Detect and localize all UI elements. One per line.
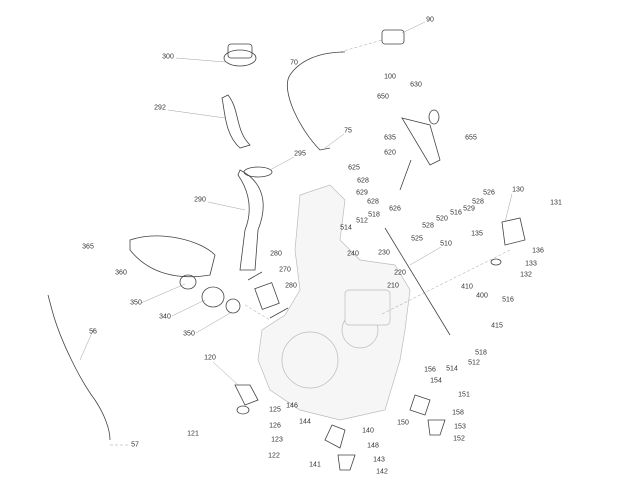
callout-140: 140 (362, 427, 374, 435)
callout-135: 135 (471, 230, 483, 238)
callout-340: 340 (159, 313, 171, 321)
callout-153: 153 (454, 423, 466, 431)
callout-152: 152 (453, 435, 465, 443)
intake-parts (129, 43, 289, 319)
callout-136: 136 (532, 247, 544, 255)
callout-512b: 512 (468, 359, 480, 367)
callout-154: 154 (430, 377, 442, 385)
callout-514: 514 (340, 224, 352, 232)
callout-526: 526 (483, 189, 495, 197)
callout-126: 126 (269, 422, 281, 430)
callout-512: 512 (356, 217, 368, 225)
callout-528: 528 (472, 198, 484, 206)
callout-148: 148 (367, 442, 379, 450)
leader-lines (79, 21, 513, 386)
shifter-assembly (381, 29, 526, 336)
cable-70 (286, 74, 331, 151)
callout-122: 122 (268, 452, 280, 460)
callout-365: 365 (82, 243, 94, 251)
callout-628: 628 (357, 177, 369, 185)
callout-100: 100 (384, 73, 396, 81)
callout-150: 150 (397, 419, 409, 427)
callout-142: 142 (376, 468, 388, 476)
callout-292: 292 (154, 104, 166, 112)
callout-410: 410 (461, 283, 473, 291)
callout-144: 144 (299, 418, 311, 426)
callout-350: 350 (130, 299, 142, 307)
callout-90: 90 (426, 16, 434, 24)
callout-141: 141 (309, 461, 321, 469)
callout-650: 650 (377, 93, 389, 101)
callout-70: 70 (290, 59, 298, 67)
callout-300: 300 (162, 53, 174, 61)
callout-510: 510 (440, 240, 452, 248)
callout-635: 635 (384, 134, 396, 142)
callout-518b: 518 (475, 349, 487, 357)
callout-270: 270 (279, 266, 291, 274)
callout-290: 290 (194, 196, 206, 204)
callout-230: 230 (378, 249, 390, 257)
callout-415: 415 (491, 322, 503, 330)
callout-400: 400 (476, 292, 488, 300)
callout-57: 57 (131, 441, 139, 449)
callout-131: 131 (550, 199, 562, 207)
callout-629: 629 (356, 189, 368, 197)
callout-125: 125 (269, 406, 281, 414)
callout-280: 280 (270, 250, 282, 258)
callout-120: 120 (204, 354, 216, 362)
callout-520: 520 (436, 215, 448, 223)
callout-240: 240 (347, 250, 359, 258)
callout-130: 130 (512, 186, 524, 194)
callout-123: 123 (271, 436, 283, 444)
callout-220: 220 (394, 269, 406, 277)
callout-121: 121 (187, 430, 199, 438)
hose-56 (47, 294, 111, 441)
callout-156: 156 (424, 366, 436, 374)
callout-518: 518 (368, 211, 380, 219)
callout-625: 625 (348, 164, 360, 172)
callout-620: 620 (384, 149, 396, 157)
callout-528b: 528 (422, 222, 434, 230)
callout-529: 529 (463, 205, 475, 213)
callout-516: 516 (450, 209, 462, 217)
callout-210: 210 (387, 282, 399, 290)
callout-132: 132 (520, 271, 532, 279)
callout-630: 630 (410, 81, 422, 89)
callout-350b: 350 (183, 330, 195, 338)
callout-146: 146 (286, 402, 298, 410)
cable-70-top (289, 51, 346, 76)
callout-133: 133 (525, 260, 537, 268)
callout-360: 360 (115, 269, 127, 277)
callout-516b: 516 (502, 296, 514, 304)
callout-75: 75 (344, 127, 352, 135)
callout-143: 143 (373, 456, 385, 464)
callout-158: 158 (452, 409, 464, 417)
callout-151: 151 (458, 391, 470, 399)
callout-628b: 628 (367, 198, 379, 206)
callout-655: 655 (465, 134, 477, 142)
callout-280b: 280 (285, 282, 297, 290)
engine-block (257, 184, 411, 421)
engine-mounts (234, 384, 446, 471)
callout-295: 295 (294, 150, 306, 158)
callout-626: 626 (389, 205, 401, 213)
callout-525: 525 (411, 235, 423, 243)
callout-514b: 514 (446, 365, 458, 373)
callout-56: 56 (89, 328, 97, 336)
